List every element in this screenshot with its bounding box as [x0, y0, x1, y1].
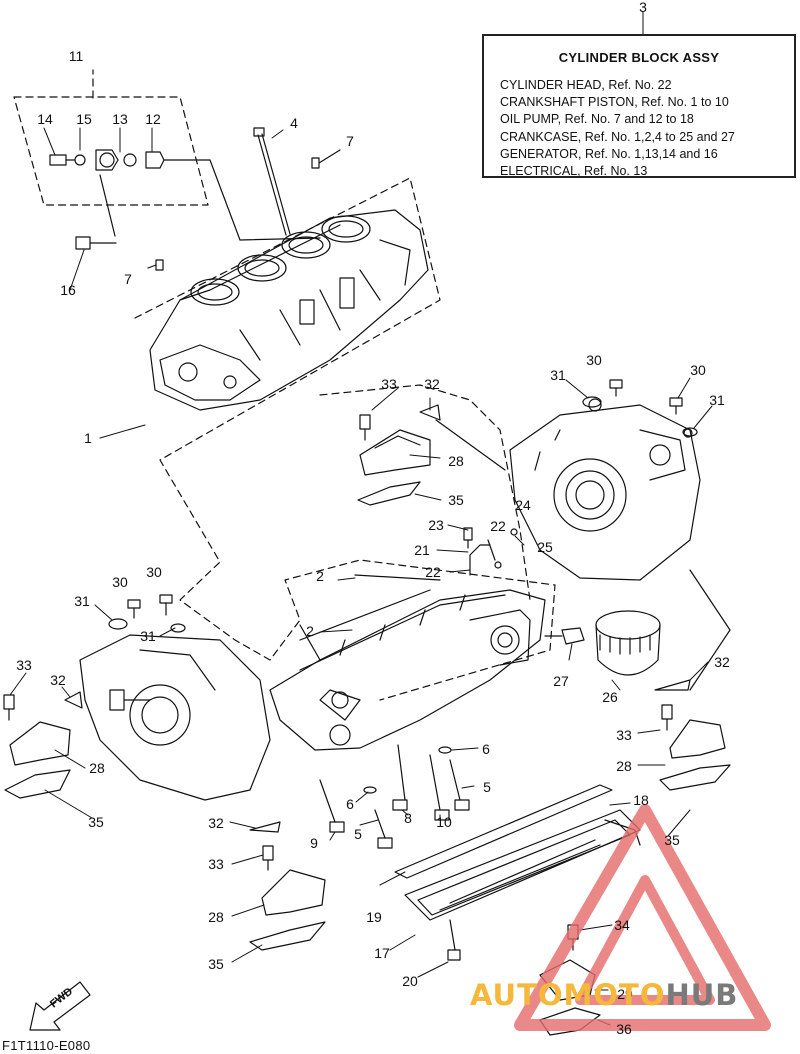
legend-line-oil-pump: OIL PUMP, Ref. No. 7 and 12 to 18: [500, 112, 694, 127]
callout-3: 3: [639, 0, 647, 15]
oil-filter-drawing: [595, 610, 661, 676]
callout-5-a: 5: [483, 779, 491, 795]
callout-27: 27: [553, 673, 569, 689]
callout-30-left-b: 30: [112, 574, 128, 590]
fitting-drawing: [561, 627, 585, 645]
callout-19: 19: [366, 909, 382, 925]
callout-10: 10: [436, 814, 452, 830]
callout-11: 11: [68, 48, 84, 64]
callout-6-b: 6: [346, 796, 354, 812]
callout-35-right: 35: [664, 832, 680, 848]
legend-line-crankcase: CRANKCASE, Ref. No. 1,2,4 to 25 and 27: [500, 129, 735, 144]
generator-cover-left-drawing: [79, 634, 271, 801]
through-bolt-drawing: [253, 127, 291, 236]
callout-28-top: 28: [448, 453, 464, 469]
gasket-32-b: [64, 691, 83, 709]
crankcase-bolts-drawing: [319, 744, 470, 849]
callout-13: 13: [112, 111, 128, 127]
callout-12: 12: [145, 111, 161, 127]
callout-9: 9: [310, 835, 318, 851]
oil-pan-drawing: [394, 784, 641, 961]
bolts-washers-30-31: [108, 379, 698, 633]
callout-5-b: 5: [354, 826, 362, 842]
callout-35-bottom: 35: [208, 956, 224, 972]
callout-30-right-b: 30: [690, 362, 706, 378]
callout-20: 20: [402, 973, 418, 989]
callout-30-right-a: 30: [586, 352, 602, 368]
callout-2-b: 2: [306, 623, 314, 639]
callout-7-lower: 7: [124, 271, 132, 287]
callout-32-bottom: 32: [208, 815, 224, 831]
oil-pipe-drawing: [463, 527, 518, 576]
callout-28-bottom: 28: [208, 909, 224, 925]
oil-pump-parts-drawing: [49, 149, 321, 250]
callout-18: 18: [633, 792, 649, 808]
callout-31-left-b: 31: [140, 628, 156, 644]
gasket-32-c: [249, 821, 281, 833]
callout-23: 23: [428, 517, 444, 533]
legend-line-generator: GENERATOR, Ref. No. 1,13,14 and 16: [500, 146, 718, 161]
callout-31-right-b: 31: [709, 392, 725, 408]
callout-30-left-a: 30: [146, 564, 162, 580]
callout-8: 8: [404, 810, 412, 826]
callout-33-bottom: 33: [208, 856, 224, 872]
callout-29: 29: [617, 986, 633, 1002]
callout-leaders: [9, 11, 713, 1026]
callout-34: 34: [614, 917, 630, 933]
watermark-text-auto: AUTOMOTO: [470, 978, 666, 1012]
cylinder-block-drawing: [149, 209, 429, 411]
dowel-pin-upper: [311, 157, 320, 169]
watermark-text: AUTOMOTOHUB: [470, 978, 738, 1012]
callout-32-right: 32: [714, 654, 730, 670]
callout-22-a: 22: [490, 518, 506, 534]
callout-33-left: 33: [16, 657, 32, 673]
callout-4: 4: [290, 115, 298, 131]
legend-line-crankshaft-piston: CRANKSHAFT PISTON, Ref. No. 1 to 10: [500, 95, 729, 110]
callout-31-right-a: 31: [550, 367, 566, 383]
figure-code: F1T1110-E080: [2, 1038, 91, 1053]
callout-24: 24: [515, 497, 531, 513]
callout-31-left-a: 31: [74, 593, 90, 609]
watermark-text-hub: HUB: [665, 978, 739, 1012]
fwd-arrow-icon: [29, 981, 91, 1031]
callout-22-b: 22: [425, 564, 441, 580]
callout-36: 36: [616, 1021, 632, 1037]
callout-35-left: 35: [88, 814, 104, 830]
callout-2-a: 2: [316, 568, 324, 584]
callout-15: 15: [76, 111, 92, 127]
callout-25: 25: [537, 539, 553, 555]
callout-26: 26: [602, 689, 618, 705]
callout-28-left: 28: [89, 760, 105, 776]
gasket-32-d: [654, 679, 691, 691]
callout-33-right: 33: [616, 727, 632, 743]
crankcase-drawing: [269, 574, 546, 751]
callout-28-right: 28: [616, 758, 632, 774]
callout-33-top: 33: [381, 376, 397, 392]
assembly-legend-box: CYLINDER BLOCK ASSY CYLINDER HEAD, Ref. …: [482, 34, 796, 178]
callout-32-top: 32: [424, 376, 440, 392]
callout-17: 17: [374, 945, 390, 961]
callout-6-a: 6: [482, 741, 490, 757]
callout-35-top: 35: [448, 492, 464, 508]
callout-14: 14: [37, 111, 53, 127]
callout-7-upper: 7: [346, 133, 354, 149]
watermark-logo: [514, 804, 771, 1031]
legend-lines: CYLINDER HEAD, Ref. No. 22 CRANKSHAFT PI…: [500, 77, 735, 180]
callout-16: 16: [60, 282, 76, 298]
legend-line-cylinder-head: CYLINDER HEAD, Ref. No. 22: [500, 78, 672, 92]
callout-21: 21: [414, 542, 430, 558]
gasket-32-a: [419, 404, 441, 421]
legend-line-electrical: ELECTRICAL, Ref. No. 13: [500, 164, 648, 179]
breather-cover-group: [3, 414, 731, 1036]
callout-32-left: 32: [50, 672, 66, 688]
dowel-pin-lower: [155, 259, 164, 271]
callout-1: 1: [84, 430, 92, 446]
legend-title: CYLINDER BLOCK ASSY: [558, 50, 720, 65]
dashed-boundary-group: [13, 69, 556, 701]
generator-cover-right-drawing: [435, 398, 731, 691]
